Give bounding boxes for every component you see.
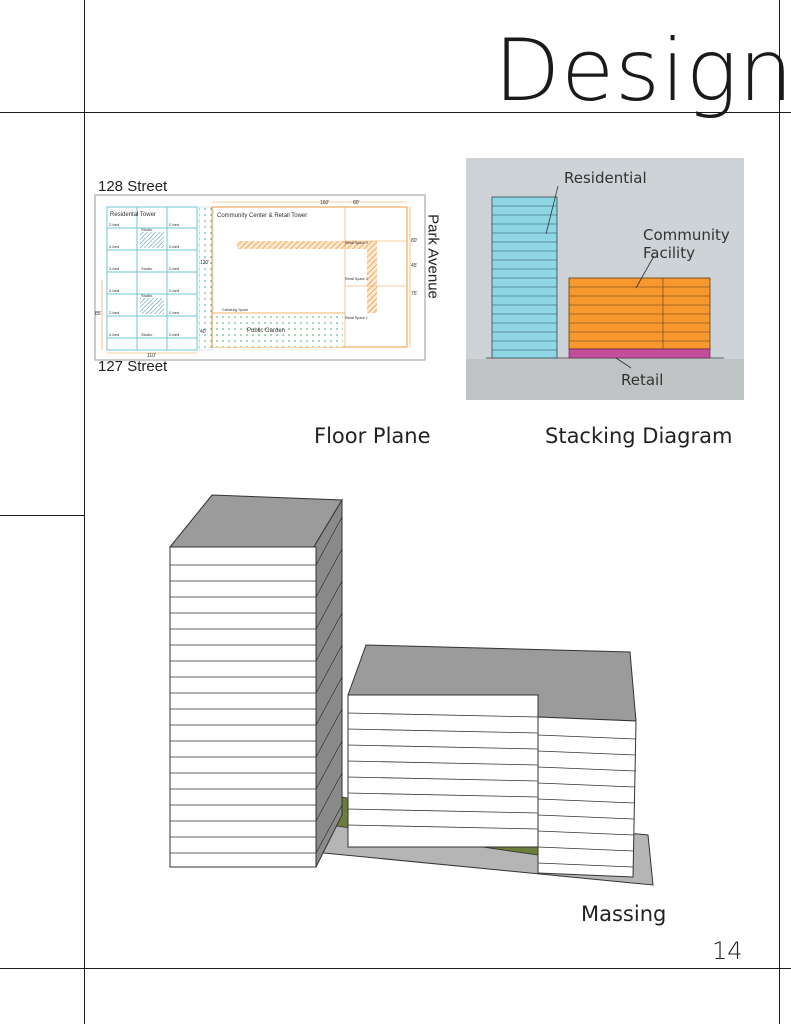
stacking-ground bbox=[466, 359, 744, 400]
floor-plan-caption: Floor Plane bbox=[314, 424, 431, 448]
gathering-space-label: Gathering Space bbox=[222, 308, 248, 312]
unit-label: 2-bed bbox=[169, 332, 179, 337]
floor-plan: Residental Tower 2-bed 2-bed Studio 2-be… bbox=[94, 194, 426, 361]
community-label-1: Community bbox=[643, 226, 730, 244]
dim-40: 40' bbox=[200, 329, 207, 335]
studio-label: Studio bbox=[141, 293, 153, 298]
retail-space-3-label: Retail Space 3 bbox=[345, 241, 368, 245]
stacking-diagram: Residential Community Facility Retail bbox=[466, 158, 744, 400]
avenue-label: Park Avenue bbox=[424, 214, 442, 299]
residential-leader bbox=[545, 185, 559, 235]
residential-grid bbox=[106, 206, 198, 351]
unit-label: 2-bed bbox=[109, 288, 119, 293]
stacking-diagram-caption: Stacking Diagram bbox=[545, 424, 733, 448]
community-block bbox=[568, 277, 711, 350]
garden-strip bbox=[198, 206, 214, 351]
community-label-2: Facility bbox=[643, 244, 695, 262]
public-garden bbox=[213, 315, 343, 347]
unit-label: 2-bed bbox=[169, 266, 179, 271]
frame-line-left bbox=[84, 0, 85, 1024]
unit-label: 2-bed bbox=[109, 332, 119, 337]
frame-line-top bbox=[0, 112, 791, 113]
residential-block bbox=[491, 196, 558, 359]
retail-hatch-vertical bbox=[367, 241, 377, 313]
retail-label: Retail bbox=[621, 371, 663, 389]
tower-front bbox=[169, 546, 317, 868]
retail-block bbox=[568, 348, 711, 359]
dim-80-top: 80' bbox=[353, 200, 360, 206]
page-title: Design bbox=[494, 21, 791, 121]
dim-85: 85' bbox=[95, 311, 102, 317]
unit-label: 2-bed bbox=[109, 266, 119, 271]
studio-label: Studio bbox=[141, 227, 153, 232]
page-number: 14 bbox=[712, 937, 743, 965]
studio-label: Studio bbox=[141, 266, 153, 271]
street-bottom-label: 127 Street bbox=[98, 358, 168, 375]
retail-hatch-horizontal bbox=[237, 241, 377, 249]
public-garden-label: Public Garden bbox=[247, 328, 285, 334]
residential-label: Residential bbox=[564, 169, 647, 187]
frame-line-bottom bbox=[0, 968, 791, 969]
retail-leader bbox=[615, 357, 632, 369]
massing-model bbox=[168, 494, 654, 886]
dim-45: 45' bbox=[411, 263, 418, 269]
tower-top bbox=[168, 494, 343, 551]
residential-tower-label: Residental Tower bbox=[110, 212, 156, 218]
unit-label: 2-bed bbox=[169, 244, 179, 249]
retail-space-2-label: Retail Space 2 bbox=[345, 277, 368, 281]
retail-space-1-label: Retail Space 1 bbox=[345, 316, 368, 320]
community-leader bbox=[635, 255, 655, 289]
studio-hatch-2 bbox=[140, 298, 164, 314]
community-label: Community Center & Retail Tower bbox=[217, 213, 307, 219]
frame-line-mid-stub bbox=[0, 515, 85, 516]
unit-label: 2-bed bbox=[169, 288, 179, 293]
dim-75: 75' bbox=[411, 291, 418, 297]
street-top-label: 128 Street bbox=[98, 178, 168, 195]
dim-160: 160' bbox=[320, 200, 329, 206]
massing-caption: Massing bbox=[581, 902, 667, 926]
right-wing-floor-lines bbox=[537, 734, 637, 868]
dim-120: 120' bbox=[200, 260, 209, 266]
tower-floor-lines bbox=[170, 564, 316, 854]
unit-label: 2-bed bbox=[109, 222, 119, 227]
unit-label: 2-bed bbox=[109, 244, 119, 249]
dim-110: 110' bbox=[147, 353, 156, 359]
studio-label: Studio bbox=[141, 332, 153, 337]
frame-line-right bbox=[779, 0, 780, 1024]
low-building-right-wing bbox=[537, 716, 637, 878]
dim-80-right: 80' bbox=[411, 238, 418, 244]
unit-label: 2-bed bbox=[169, 310, 179, 315]
low-building-front bbox=[347, 694, 539, 848]
unit-label: 2-bed bbox=[109, 310, 119, 315]
low-building-floor-lines bbox=[347, 712, 539, 830]
unit-label: 2-bed bbox=[169, 222, 179, 227]
studio-hatch-1 bbox=[140, 232, 164, 248]
